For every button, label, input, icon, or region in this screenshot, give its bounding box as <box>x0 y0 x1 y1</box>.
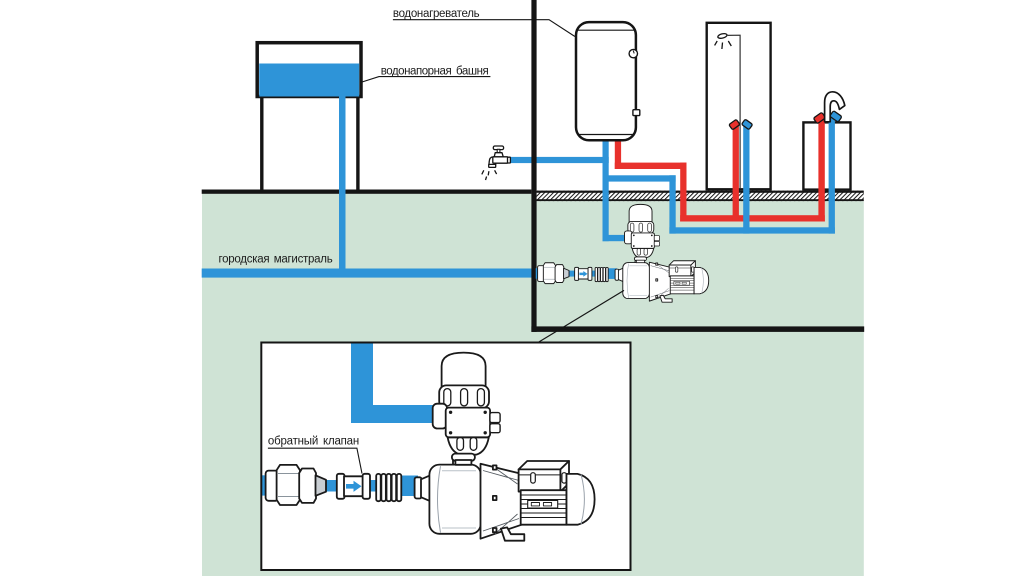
svg-text:обратный клапан: обратный клапан <box>268 436 359 448</box>
svg-text:городская магистраль: городская магистраль <box>219 253 333 265</box>
svg-text:водонагреватель: водонагреватель <box>393 8 480 20</box>
svg-text:водонапорная башня: водонапорная башня <box>381 66 489 78</box>
